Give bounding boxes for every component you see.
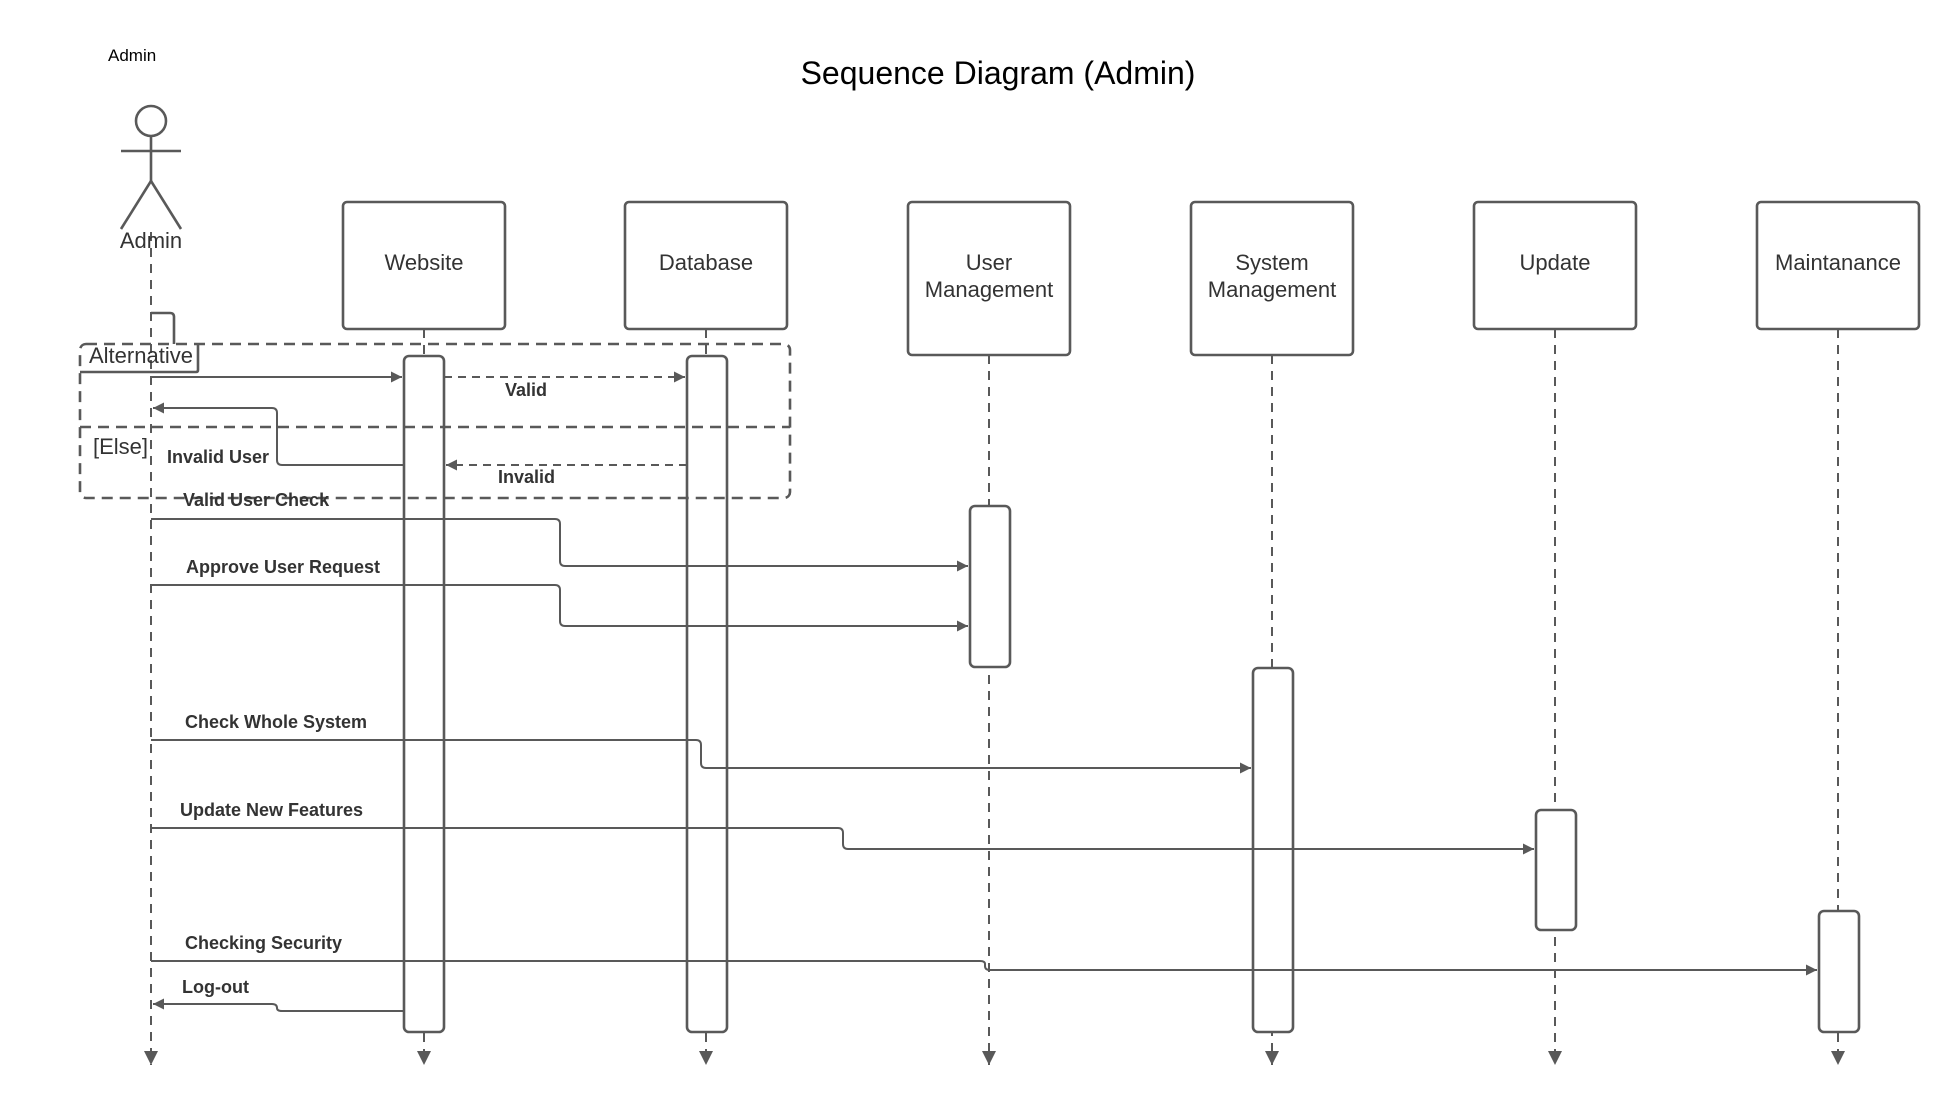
self-message [151, 311, 176, 344]
actor-figure [119, 104, 183, 230]
msg-label-checking-security: Checking Security [185, 933, 342, 953]
participant-label-system-management-line1: System [1235, 250, 1308, 275]
activation-website [402, 354, 446, 1034]
msg-label-invalid-user: Invalid User [167, 447, 269, 467]
msg-label-update-new-features: Update New Features [180, 800, 363, 820]
msg-label-approve-user-request: Approve User Request [186, 557, 380, 577]
msg-label-check-whole-system: Check Whole System [185, 712, 367, 732]
msg-log-out [153, 998, 404, 1012]
participant-label-website: Website [384, 250, 463, 275]
alt-fragment-tab [80, 344, 200, 374]
participant-label-update: Update [1520, 250, 1591, 275]
actor-label: Admin [120, 228, 182, 253]
msg-update-new-features [151, 827, 1534, 855]
corner-label: Admin [108, 46, 157, 65]
participant-label-maintanance: Maintanance [1775, 250, 1901, 275]
msg-invalid-user [153, 402, 404, 466]
alt-fragment-label: Alternative [89, 343, 193, 368]
activation-update [1534, 808, 1578, 932]
participant-label-user-management-line1: User [966, 250, 1012, 275]
participant-label-database: Database [659, 250, 753, 275]
alt-else-label: [Else] [93, 434, 148, 459]
msg-label-log-out: Log-out [182, 977, 249, 997]
activation-database [685, 354, 729, 1034]
activation-user-management [968, 504, 1012, 669]
msg-label-invalid: Invalid [498, 467, 555, 487]
msg-label-valid-user-check: Valid User Check [183, 490, 330, 510]
diagram-title: Sequence Diagram (Admin) [800, 55, 1196, 91]
msg-approve-user-request [151, 584, 968, 632]
msg-checking-security [151, 960, 1817, 976]
alt-fragment [78, 342, 792, 500]
participant-label-system-management-line2: Management [1208, 277, 1336, 302]
msg-valid-user-check [151, 518, 968, 572]
msg-label-valid: Valid [505, 380, 547, 400]
activation-maintanance [1817, 909, 1861, 1034]
participant-label-user-management-line2: Management [925, 277, 1053, 302]
msg-check-whole-system [151, 739, 1251, 774]
